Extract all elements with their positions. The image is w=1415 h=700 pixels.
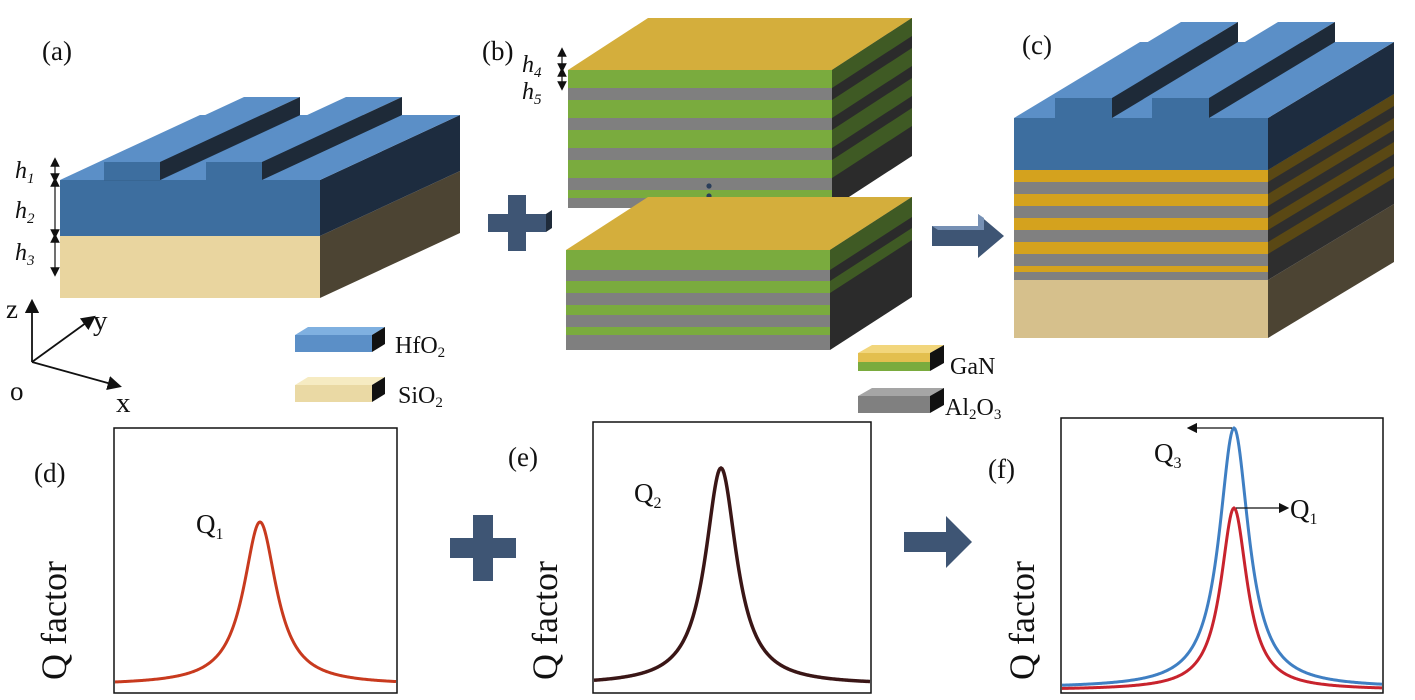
- legend-hfo2-swatch: [295, 327, 385, 352]
- axis-triad: [24, 298, 122, 391]
- axis-z-label: z: [6, 294, 18, 324]
- legend-al2o3-swatch: [858, 388, 944, 413]
- panel-label-a: (a): [42, 36, 72, 66]
- panel-label-d: (d): [34, 458, 65, 488]
- legend-hfo2-label: HfO2: [395, 333, 445, 361]
- axis-x-label: x: [116, 387, 131, 419]
- h3-label: h3: [15, 240, 35, 269]
- panel-a-structure: [60, 97, 460, 298]
- legend-gan-label: GaN: [950, 354, 995, 380]
- panel-b-lower-stack: [566, 197, 912, 350]
- h2-label: h2: [15, 198, 35, 227]
- q1-resonance-curve-f: [1061, 506, 1383, 690]
- h1-label: h1: [15, 158, 35, 187]
- q3-label-f: Q3: [1154, 438, 1182, 472]
- legend-al2o3-label: Al2O3: [945, 395, 1001, 423]
- plot-frame-e: [592, 421, 872, 694]
- h4-label: h4: [522, 52, 542, 81]
- panel-label-b: (b): [482, 36, 513, 66]
- h5-label: h5: [522, 79, 542, 108]
- legend-sio2-swatch: [295, 377, 385, 402]
- plus-icon-bottom: [450, 515, 516, 581]
- panel-label-f: (f): [988, 454, 1015, 484]
- legend-gan-swatch: [858, 345, 944, 371]
- q2-label-e: Q2: [634, 478, 662, 512]
- q1-label-f: Q1: [1290, 494, 1318, 528]
- plus-icon-top: [488, 195, 552, 251]
- peak-pointer-arrows: [1186, 422, 1290, 514]
- panel-label-c: (c): [1022, 30, 1052, 60]
- q3-resonance-curve: [1061, 426, 1383, 687]
- legend-sio2-label: SiO2: [398, 383, 443, 411]
- arrow-icon-bottom: [904, 516, 972, 568]
- panel-c-combined-structure: [1014, 22, 1394, 338]
- y-axis-label-e: Q factor: [525, 561, 565, 680]
- q2-resonance-curve: [593, 465, 871, 684]
- y-axis-label-d: Q factor: [34, 561, 74, 680]
- plot-frame-f: [1060, 417, 1384, 694]
- axis-o-label: o: [10, 376, 24, 406]
- q1-resonance-curve: [114, 520, 397, 684]
- arrow-icon-top: [932, 214, 1004, 258]
- axis-y-label: y: [93, 305, 108, 337]
- y-axis-label-f: Q factor: [1002, 561, 1042, 680]
- q1-label-d: Q1: [196, 509, 224, 543]
- plot-frame-d: [113, 427, 398, 694]
- panel-label-e: (e): [508, 442, 538, 472]
- panel-b-upper-stack: [568, 18, 912, 208]
